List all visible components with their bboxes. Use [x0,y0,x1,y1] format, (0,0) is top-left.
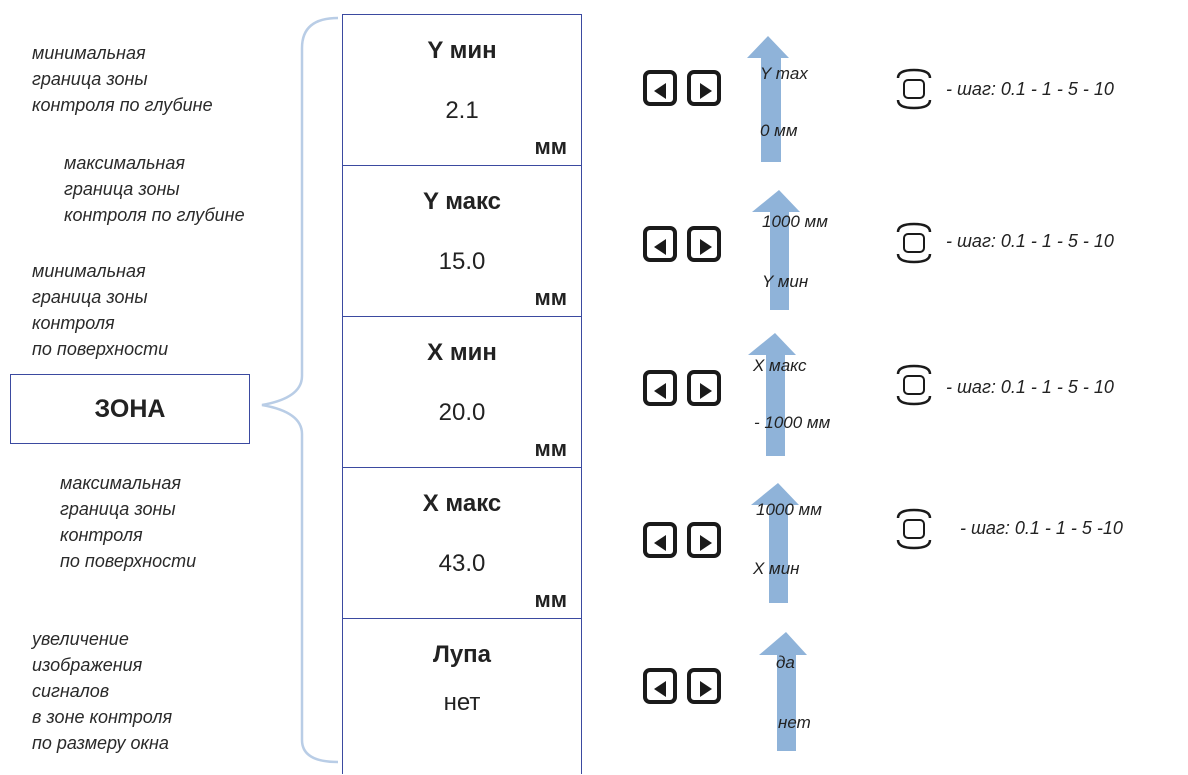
desc-y-min: минимальная граница зоны контроля по глу… [32,40,213,118]
menu-item-title: Лупа [432,641,492,668]
left-arrow-key-icon[interactable] [643,668,677,704]
desc-x-min: минимальная граница зоны контроля по пов… [32,258,168,362]
range-top-label: да [776,653,795,672]
up-arrow-icon [759,632,807,655]
zona-menu-label[interactable]: ЗОНА [10,374,250,444]
menu-item-x-min[interactable]: X мин 20.0 мм [343,317,581,468]
desc-line: минимальная [32,43,146,63]
desc-line: граница зоны [32,287,148,307]
menu-item-y-min[interactable]: Y мин 2.1 мм [343,15,581,166]
desc-line: по поверхности [60,551,197,571]
zona-brace [261,16,339,764]
up-arrow-icon [751,483,799,505]
menu-item-unit: мм [534,285,567,310]
desc-line: контроля по глубине [64,205,245,225]
right-arrow-key-icon[interactable] [687,226,721,262]
step-button-icon[interactable] [894,68,934,110]
desc-loupe: увеличение изображения сигналов в зоне к… [32,626,172,756]
menu-item-unit: мм [534,134,567,159]
left-arrow-key-icon[interactable] [643,70,677,106]
range-top-label: 1000 мм [756,500,822,519]
left-arrow-key-icon[interactable] [643,370,677,406]
step-label: - шаг: 0.1 - 1 - 5 - 10 [946,231,1114,251]
range-bottom-label: Y мин [762,272,809,291]
desc-x-max: максимальная граница зоны контроля по по… [60,470,196,574]
desc-line: в зоне контроля [32,707,173,727]
range-bottom-label: 0 мм [760,121,798,140]
menu-item-title: X макс [422,490,502,517]
menu-item-unit: мм [534,587,567,612]
menu-item-value: 43.0 [438,550,486,577]
right-arrow-key-icon[interactable] [687,370,721,406]
menu-item-value: 20.0 [438,399,486,426]
desc-line: контроля [60,525,143,545]
left-right-keys-icon[interactable] [643,70,721,106]
left-arrow-key-icon[interactable] [643,226,677,262]
range-top-label: Y max [760,64,808,83]
arrow-shaft [777,653,796,751]
arrow-shaft [766,353,785,456]
menu-item-x-max[interactable]: X макс 43.0 мм [343,468,581,619]
desc-line: граница зоны [60,499,176,519]
desc-line: максимальная [60,473,181,493]
range-top-label: 1000 мм [762,212,828,231]
left-right-keys-icon[interactable] [643,226,721,262]
range-bottom-label: X мин [753,559,800,578]
step-label: - шаг: 0.1 - 1 - 5 - 10 [946,377,1114,397]
left-right-keys-icon[interactable] [643,370,721,406]
menu-item-loupe[interactable]: Лупа нет [343,619,581,775]
menu-item-y-max[interactable]: Y макс 15.0 мм [343,166,581,317]
desc-line: сигналов [32,681,110,701]
desc-line: по размеру окна [32,733,169,753]
menu-item-value: 15.0 [438,248,486,275]
left-right-keys-icon[interactable] [643,522,721,558]
desc-y-max: максимальная граница зоны контроля по гл… [64,150,245,228]
arrow-shaft [761,56,781,162]
desc-line: по поверхности [32,339,169,359]
step-button-icon[interactable] [894,508,934,550]
desc-line: контроля по глубине [32,95,213,115]
zona-submenu: Y мин 2.1 мм Y макс 15.0 мм X мин 20.0 м… [342,14,582,774]
arrow-shaft [769,503,788,603]
desc-line: граница зоны [64,179,180,199]
arrow-shaft [770,210,789,310]
menu-item-unit: мм [534,436,567,461]
step-button-icon[interactable] [894,364,934,406]
right-arrow-key-icon[interactable] [687,70,721,106]
desc-line: увеличение [32,629,129,649]
right-arrow-key-icon[interactable] [687,522,721,558]
left-arrow-key-icon[interactable] [643,522,677,558]
menu-item-value: 2.1 [445,97,479,124]
left-right-keys-icon[interactable] [643,668,721,704]
menu-item-title: Y макс [422,188,502,215]
range-bottom-label: - 1000 мм [754,413,831,432]
up-arrow-icon [748,333,796,355]
step-button-icon[interactable] [894,222,934,264]
step-label: - шаг: 0.1 - 1 - 5 - 10 [946,79,1114,99]
range-bottom-label: нет [778,713,811,732]
right-arrow-key-icon[interactable] [687,668,721,704]
step-label: - шаг: 0.1 - 1 - 5 -10 [960,518,1123,538]
range-top-label: X макс [753,356,807,375]
desc-line: изображения [32,655,143,675]
desc-line: минимальная [32,261,146,281]
up-arrow-icon [752,190,800,212]
menu-item-title: Y мин [427,37,497,64]
menu-item-title: X мин [427,339,497,366]
desc-line: граница зоны [32,69,148,89]
desc-line: контроля [32,313,115,333]
desc-line: максимальная [64,153,185,173]
menu-item-value: нет [443,689,481,716]
